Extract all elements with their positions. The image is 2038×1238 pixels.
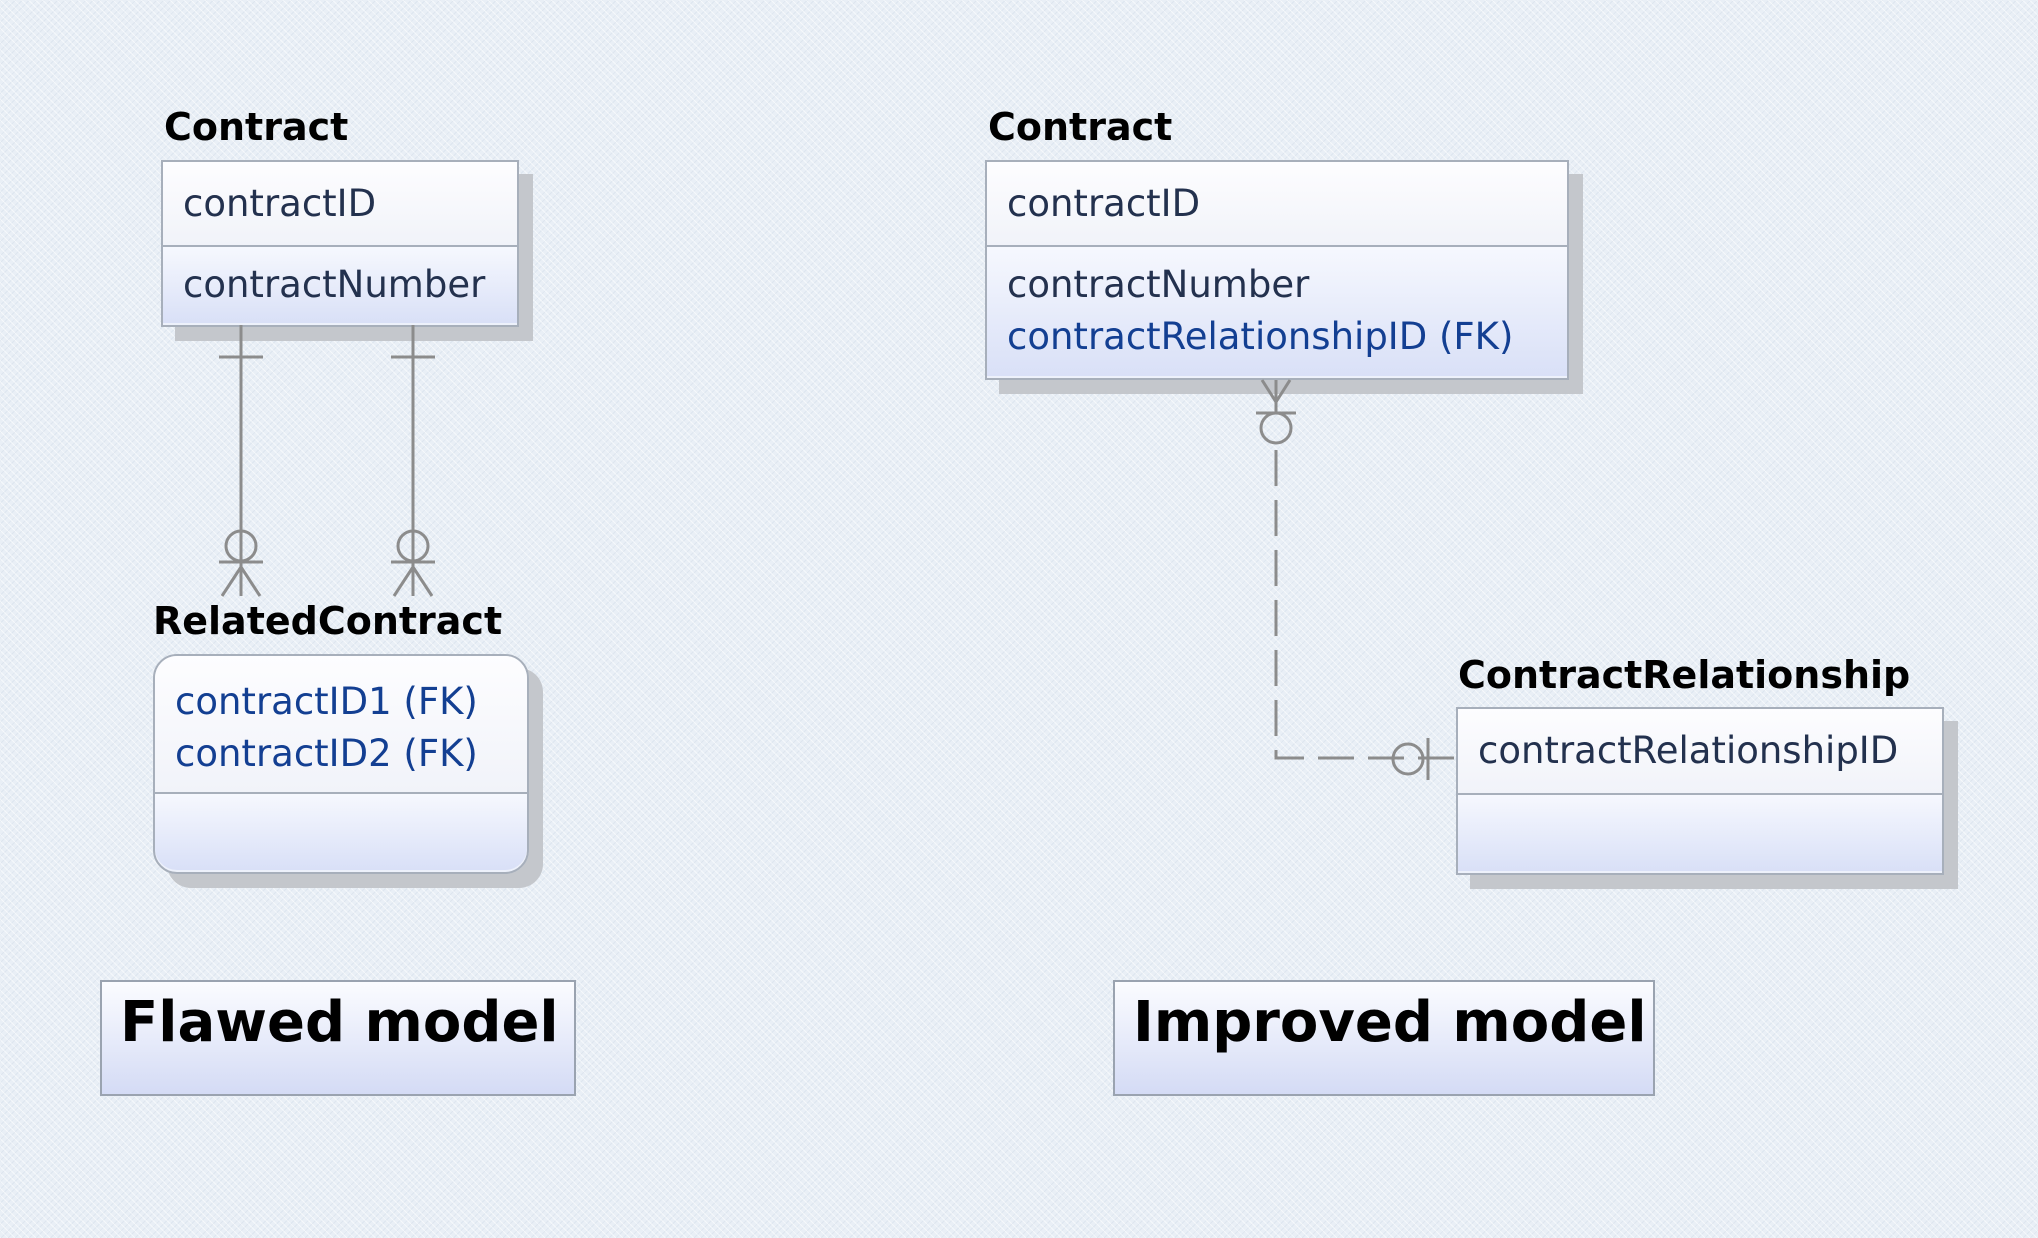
flawed-model-caption-box: Flawed model — [100, 980, 576, 1096]
improved-contract-key: contractID — [1007, 182, 1201, 225]
flawed-contract-key-section: contractID — [163, 162, 517, 247]
crow-foot-marker — [1260, 379, 1278, 403]
improved-model-caption: Improved model — [1133, 990, 1647, 1055]
related-contract-entity[interactable]: contractID1 (FK) contractID2 (FK) — [153, 654, 529, 874]
flawed-contract-title: Contract — [164, 105, 349, 149]
flawed-contract-attribute-section: contractNumber — [163, 247, 517, 323]
related-contract-key-section: contractID1 (FK) contractID2 (FK) — [155, 656, 527, 794]
flawed-model-caption: Flawed model — [120, 990, 559, 1055]
improved-contract-title: Contract — [988, 105, 1173, 149]
contract-relationship-key: contractRelationshipID — [1478, 729, 1899, 772]
related-contract-key-2: contractID2 (FK) — [175, 732, 478, 775]
contract-relationship-entity[interactable]: contractRelationshipID — [1456, 707, 1944, 875]
zero-circle-marker — [1391, 742, 1425, 776]
contract-relationship-title: ContractRelationship — [1458, 653, 1911, 697]
related-contract-key-1: contractID1 (FK) — [175, 680, 478, 723]
crow-foot-marker — [392, 566, 415, 597]
contract-relationship-key-section: contractRelationshipID — [1458, 709, 1942, 795]
flawed-contract-entity[interactable]: contractID contractNumber — [161, 160, 519, 327]
improved-relationship[interactable] — [1256, 379, 1456, 780]
crow-foot-marker — [220, 566, 243, 597]
related-contract-title: RelatedContract — [153, 599, 503, 643]
improved-contract-attribute: contractNumber — [1007, 263, 1310, 306]
flawed-contract-attribute: contractNumber — [183, 263, 486, 306]
improved-contract-attribute-section: contractNumber contractRelationshipID (F… — [987, 247, 1567, 376]
improved-contract-key-section: contractID — [987, 162, 1567, 247]
zero-circle-marker — [1259, 411, 1293, 445]
contract-relationship-attribute-section — [1458, 795, 1942, 871]
flawed-relationship-1[interactable] — [219, 325, 263, 597]
flawed-relationship-2[interactable] — [391, 325, 435, 597]
improved-contract-fk-attribute: contractRelationshipID (FK) — [1007, 315, 1514, 358]
flawed-contract-key: contractID — [183, 182, 377, 225]
improved-model-caption-box: Improved model — [1113, 980, 1655, 1096]
improved-contract-entity[interactable]: contractID contractNumber contractRelati… — [985, 160, 1569, 380]
related-contract-attribute-section — [155, 794, 527, 870]
